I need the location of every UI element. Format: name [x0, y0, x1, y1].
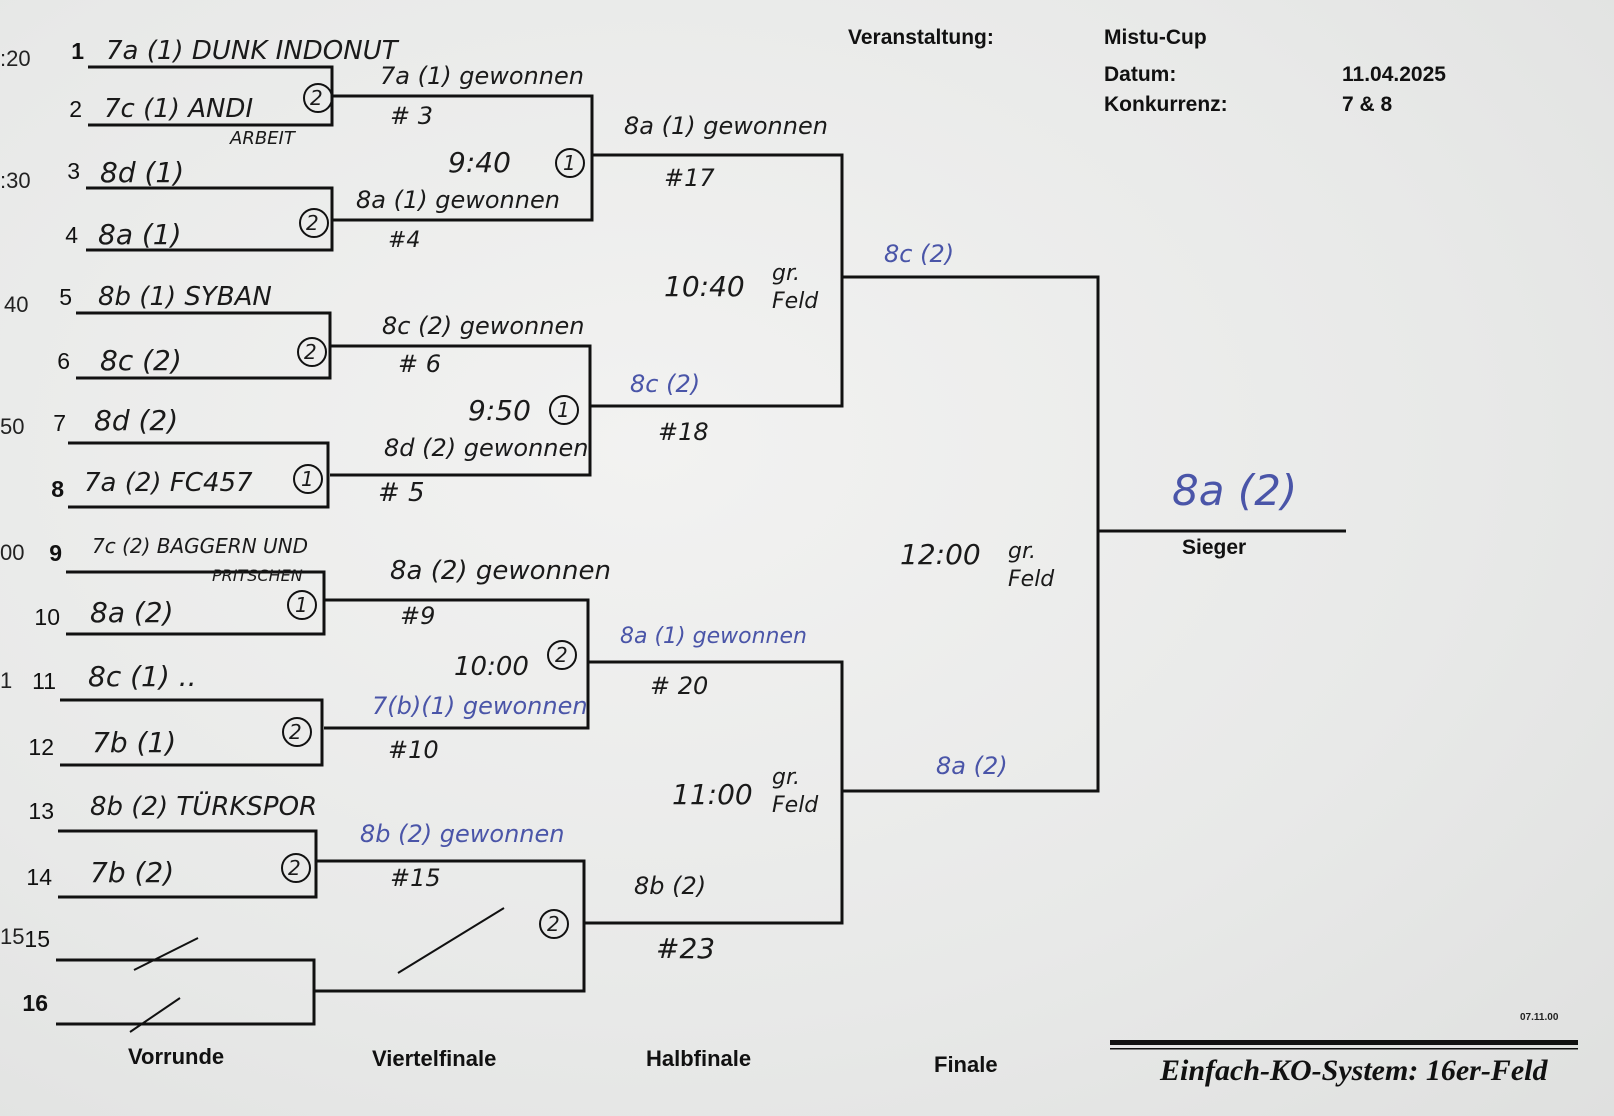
round-label-vorrunde: Vorrunde: [128, 1044, 225, 1069]
edge-time: 50: [0, 414, 25, 439]
team-entry: 7a (2) FC457: [84, 468, 253, 498]
match-time: 12:00: [900, 538, 981, 571]
team-entry: 8d (2): [94, 404, 179, 437]
team-entry: 8b (2) TÜRKSPOR: [90, 792, 318, 822]
field-note: gr. Feld: [1008, 539, 1055, 592]
team-entry-extra: ARBEIT: [230, 128, 295, 149]
date-label: Datum:: [1104, 63, 1177, 86]
form-code: 07.11.00: [1520, 1012, 1559, 1023]
date-value: 11.04.2025: [1342, 63, 1446, 86]
qf-winner: 8d (2) gewonnen: [384, 434, 589, 462]
slot-number: 2: [69, 96, 82, 122]
category-label: Konkurrenz:: [1104, 93, 1228, 116]
team-entry: 7b (1): [92, 726, 177, 759]
match-time: 9:50: [468, 394, 531, 427]
edge-time: 40: [4, 292, 29, 317]
slot-number: 13: [28, 798, 54, 824]
score-circle: 2: [547, 912, 560, 936]
round-label-viertelfinale: Viertelfinale: [372, 1046, 497, 1071]
slot-number: 3: [67, 158, 80, 184]
team-entry: 7c (1) ANDI: [104, 94, 254, 124]
match-number: #9: [400, 602, 436, 630]
match-time: 10:40: [664, 270, 745, 303]
team-entry: 7b (2): [90, 856, 175, 889]
slot-number: 15: [24, 926, 50, 952]
team-entry-extra: PRITSCHEN: [212, 566, 303, 585]
qf-winner: 7a (1) gewonnen: [380, 62, 584, 90]
match-number: #4: [388, 228, 421, 253]
score-circle: 1: [557, 398, 570, 422]
team-entry: 7a (1) DUNK INDONUT: [106, 36, 398, 66]
score-circle: 2: [288, 856, 301, 880]
slot-number: 16: [22, 990, 48, 1016]
slot-number: 14: [26, 864, 52, 890]
round-label-halbfinale: Halbfinale: [646, 1046, 752, 1071]
team-entry: 7c (2) BAGGERN UND: [92, 534, 309, 558]
match-number: # 20: [650, 672, 709, 700]
edge-time: 00: [0, 540, 25, 565]
match-time: 11:00: [672, 778, 753, 811]
slot-number: 7: [53, 410, 66, 436]
field-note: gr. Feld: [772, 261, 819, 314]
qf-winner: 8b (2) gewonnen: [360, 820, 565, 848]
slot-number: 4: [65, 222, 78, 248]
match-number: #18: [658, 418, 709, 446]
winner-value: 8a (2): [1172, 466, 1298, 515]
match-number: # 3: [390, 102, 434, 130]
slot-number: 6: [57, 348, 70, 374]
match-number: #15: [390, 864, 441, 892]
match-number: # 5: [378, 478, 425, 508]
sf-winner: 8a (1) gewonnen: [624, 112, 828, 140]
team-entry: 8d (1): [100, 156, 185, 189]
slot-number: 12: [28, 734, 54, 760]
qf-winner: 7(b)(1) gewonnen: [372, 692, 588, 720]
score-circle: 1: [301, 467, 314, 491]
event-value: Mistu-Cup: [1104, 26, 1207, 49]
final-winner: 8c (2): [884, 240, 955, 268]
qf-winner: 8a (2) gewonnen: [390, 556, 611, 586]
team-entry: 8c (1) ..: [88, 660, 197, 693]
match-time: 10:00: [454, 652, 529, 682]
team-entry: 8b (1) SYBAN: [98, 282, 272, 312]
match-number: #17: [664, 164, 715, 192]
slot-number: 1: [71, 38, 84, 64]
winner-label: Sieger: [1182, 536, 1247, 559]
match-time: 9:40: [448, 146, 511, 179]
match-number: # 6: [398, 350, 442, 378]
sf-winner: 8c (2): [630, 370, 701, 398]
score-circle: 2: [555, 643, 568, 667]
score-circle: 2: [289, 720, 302, 744]
slot-number: 10: [34, 604, 60, 630]
slot-number: 9: [49, 540, 62, 566]
qf-winner: 8a (1) gewonnen: [356, 186, 560, 214]
slot-number: 5: [59, 284, 72, 310]
edge-time: 15: [0, 924, 25, 949]
slot-number: 8: [51, 476, 64, 502]
score-circle: 2: [310, 86, 323, 110]
team-entry: 8c (2): [100, 344, 182, 377]
qf-winner: 8c (2) gewonnen: [382, 312, 585, 340]
match-number: #23: [656, 932, 716, 965]
field-note: gr. Feld: [772, 765, 819, 818]
edge-time: 1: [0, 668, 13, 693]
event-label: Veranstaltung:: [848, 26, 994, 49]
slot-number: 11: [32, 668, 56, 694]
final-winner: 8a (2): [936, 752, 1008, 780]
system-title: Einfach-KO-System: 16er-Feld: [1160, 1054, 1548, 1087]
team-entry: 8a (2): [90, 596, 174, 629]
sf-winner: 8a (1) gewonnen: [620, 624, 807, 649]
category-value: 7 & 8: [1342, 93, 1393, 116]
edge-time: :30: [0, 168, 31, 193]
match-number: #10: [388, 736, 439, 764]
round-label-finale: Finale: [934, 1052, 998, 1077]
sf-winner: 8b (2): [634, 872, 707, 900]
team-entry: 8a (1): [98, 218, 182, 251]
edge-time: :20: [0, 46, 31, 71]
score-circle: 1: [563, 151, 576, 175]
score-circle: 1: [295, 593, 308, 617]
score-circle: 2: [306, 211, 319, 235]
score-circle: 2: [304, 340, 317, 364]
